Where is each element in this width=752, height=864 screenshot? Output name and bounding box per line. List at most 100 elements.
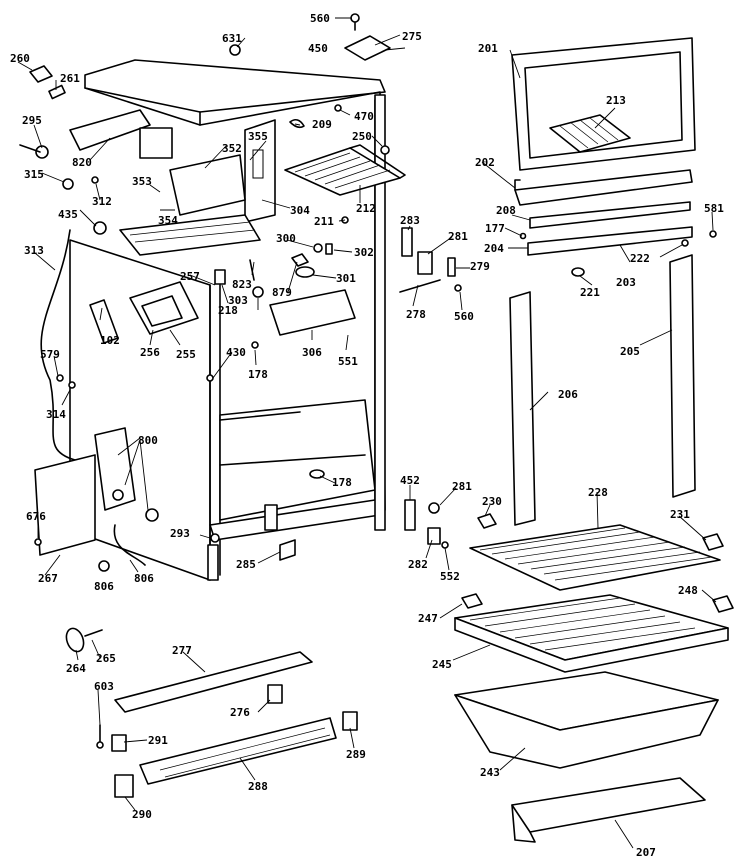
clip-247 [461,593,483,609]
bracket-315 [62,178,74,190]
screw-222 [681,239,689,247]
relay-800 [94,427,136,511]
label-823: 823 [232,278,252,291]
label-581: 581 [704,202,724,215]
label-177: 177 [485,222,505,235]
grommet-303 [252,286,264,298]
label-265: 265 [96,652,116,665]
label-355: 355 [248,130,268,143]
air-duct [244,119,276,223]
label-211: 211 [314,215,334,228]
label-313: 313 [24,244,44,257]
plug-261 [48,84,66,100]
label-603: 603 [94,680,114,693]
hinge-top [344,35,391,61]
rail-277 [114,651,313,713]
part-302 [325,243,333,255]
part-number-labels: 560 275 631 450 260 261 470 209 250 355 … [10,12,724,859]
screw-579 [56,374,64,382]
label-201: 201 [478,42,498,55]
clip-285 [279,539,296,561]
label-450: 450 [308,42,328,55]
label-228: 228 [588,486,608,499]
label-243: 243 [480,766,500,779]
pin-177 [519,232,527,240]
label-212: 212 [356,202,376,215]
cabinet-top-panel [84,59,386,113]
grommet-806 [98,560,110,572]
clip-290 [114,774,134,798]
pin-279 [447,257,456,277]
label-579: 579 [40,348,60,361]
screw-676 [34,538,42,546]
bottom-components [65,627,358,798]
crisper-cover-245 [454,594,729,661]
spring-879 [291,253,309,267]
label-275: 275 [402,30,422,43]
hinge-281 [417,251,433,275]
label-209: 209 [312,118,332,131]
label-304: 304 [290,204,310,217]
label-264: 264 [66,662,86,675]
label-276: 276 [230,706,250,719]
label-204: 204 [484,242,504,255]
label-279: 279 [470,260,490,273]
label-430: 430 [226,346,246,359]
label-282: 282 [408,558,428,571]
label-301: 301 [336,272,356,285]
screw-293 [210,533,220,543]
label-631: 631 [222,32,242,45]
screw-560-lower [454,284,462,292]
label-277: 277 [172,644,192,657]
bolt-823 [249,259,255,281]
thermostat-box [139,127,173,159]
label-552: 552 [440,570,460,583]
label-267: 267 [38,572,58,585]
label-257: 257 [180,270,200,283]
label-353: 353 [132,175,152,188]
label-260: 260 [10,52,30,65]
label-551: 551 [338,355,358,368]
screw-312 [91,176,99,184]
label-278: 278 [406,308,426,321]
wire-shelf-228 [469,524,721,591]
hinge-bracket-283 [401,227,413,257]
label-560-lower: 560 [454,310,474,323]
label-306: 306 [302,346,322,359]
control-box-306 [269,289,356,336]
clip-248 [712,595,734,613]
label-261: 261 [60,72,80,85]
cabinet-right-edge [374,94,386,531]
clip-289 [342,711,358,731]
door-components [399,37,734,843]
clip-230 [477,513,497,529]
door-bin-207 [511,777,706,833]
label-288: 288 [248,780,268,793]
label-213: 213 [606,94,626,107]
label-806-grommet: 806 [94,580,114,593]
label-247: 247 [418,612,438,625]
screw-560-top [350,13,360,23]
screw-552 [441,541,449,549]
label-203: 203 [616,276,636,289]
thermostat-bar [69,109,151,151]
door-shelf-202 [514,169,693,206]
label-178-lower: 178 [332,476,352,489]
label-206: 206 [558,388,578,401]
leader-lines [17,17,717,849]
knob-295 [35,145,49,159]
label-281-upper: 281 [448,230,468,243]
label-470: 470 [354,110,374,123]
label-291: 291 [148,734,168,747]
label-221: 221 [580,286,600,299]
hinge-pin-281 [428,502,440,514]
label-205: 205 [620,345,640,358]
side-strip-205 [669,254,696,498]
label-820: 820 [72,156,92,169]
bumper-250 [380,145,390,155]
label-283: 283 [400,214,420,227]
label-452: 452 [400,474,420,487]
label-178-upper: 178 [248,368,268,381]
part-300 [313,243,323,253]
